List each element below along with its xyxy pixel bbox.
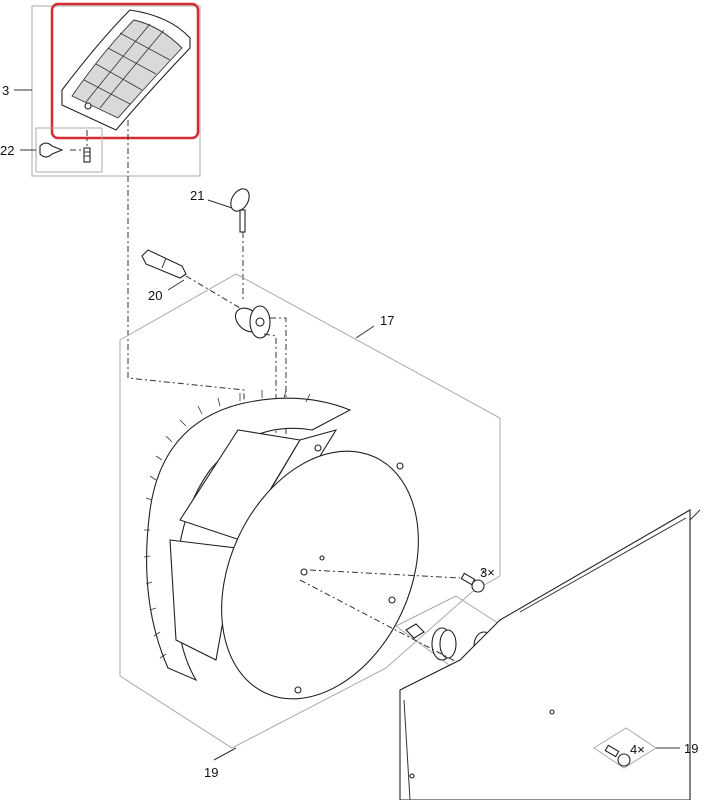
group-box-17 [119,273,501,749]
callout-19b: 19 [684,741,698,756]
screw-22[interactable] [83,147,91,163]
leader-3x [481,569,485,575]
leader-17 [355,325,375,339]
callout-22: 22 [0,143,14,158]
leader-20 [167,279,185,291]
highlight-box [50,2,200,140]
pin-21[interactable] [227,186,253,233]
drum-hub[interactable] [231,303,271,339]
callout-3: 3 [2,83,9,98]
rear-panel [399,509,701,800]
filter-assembly-group: 3 22 [0,2,201,177]
shaft-20[interactable] [141,249,187,279]
screw-3x[interactable] [460,572,485,593]
drum-back-cover [221,450,419,700]
screw-4x[interactable] [604,744,631,767]
callout-19a: 19 [204,765,218,780]
callout-17: 17 [380,313,394,328]
group-box-3 [31,5,201,177]
callout-3x: 3× [480,565,495,580]
callout-21: 21 [190,188,204,203]
callout-4x: 4× [630,742,645,757]
wing-clip-22[interactable] [39,142,64,158]
explode-line-filter [127,120,245,470]
leader-21 [207,199,233,209]
leader-19a [213,747,237,761]
callout-20: 20 [148,288,162,303]
lint-filter-screen[interactable] [61,9,191,131]
drum-17[interactable] [143,389,457,731]
